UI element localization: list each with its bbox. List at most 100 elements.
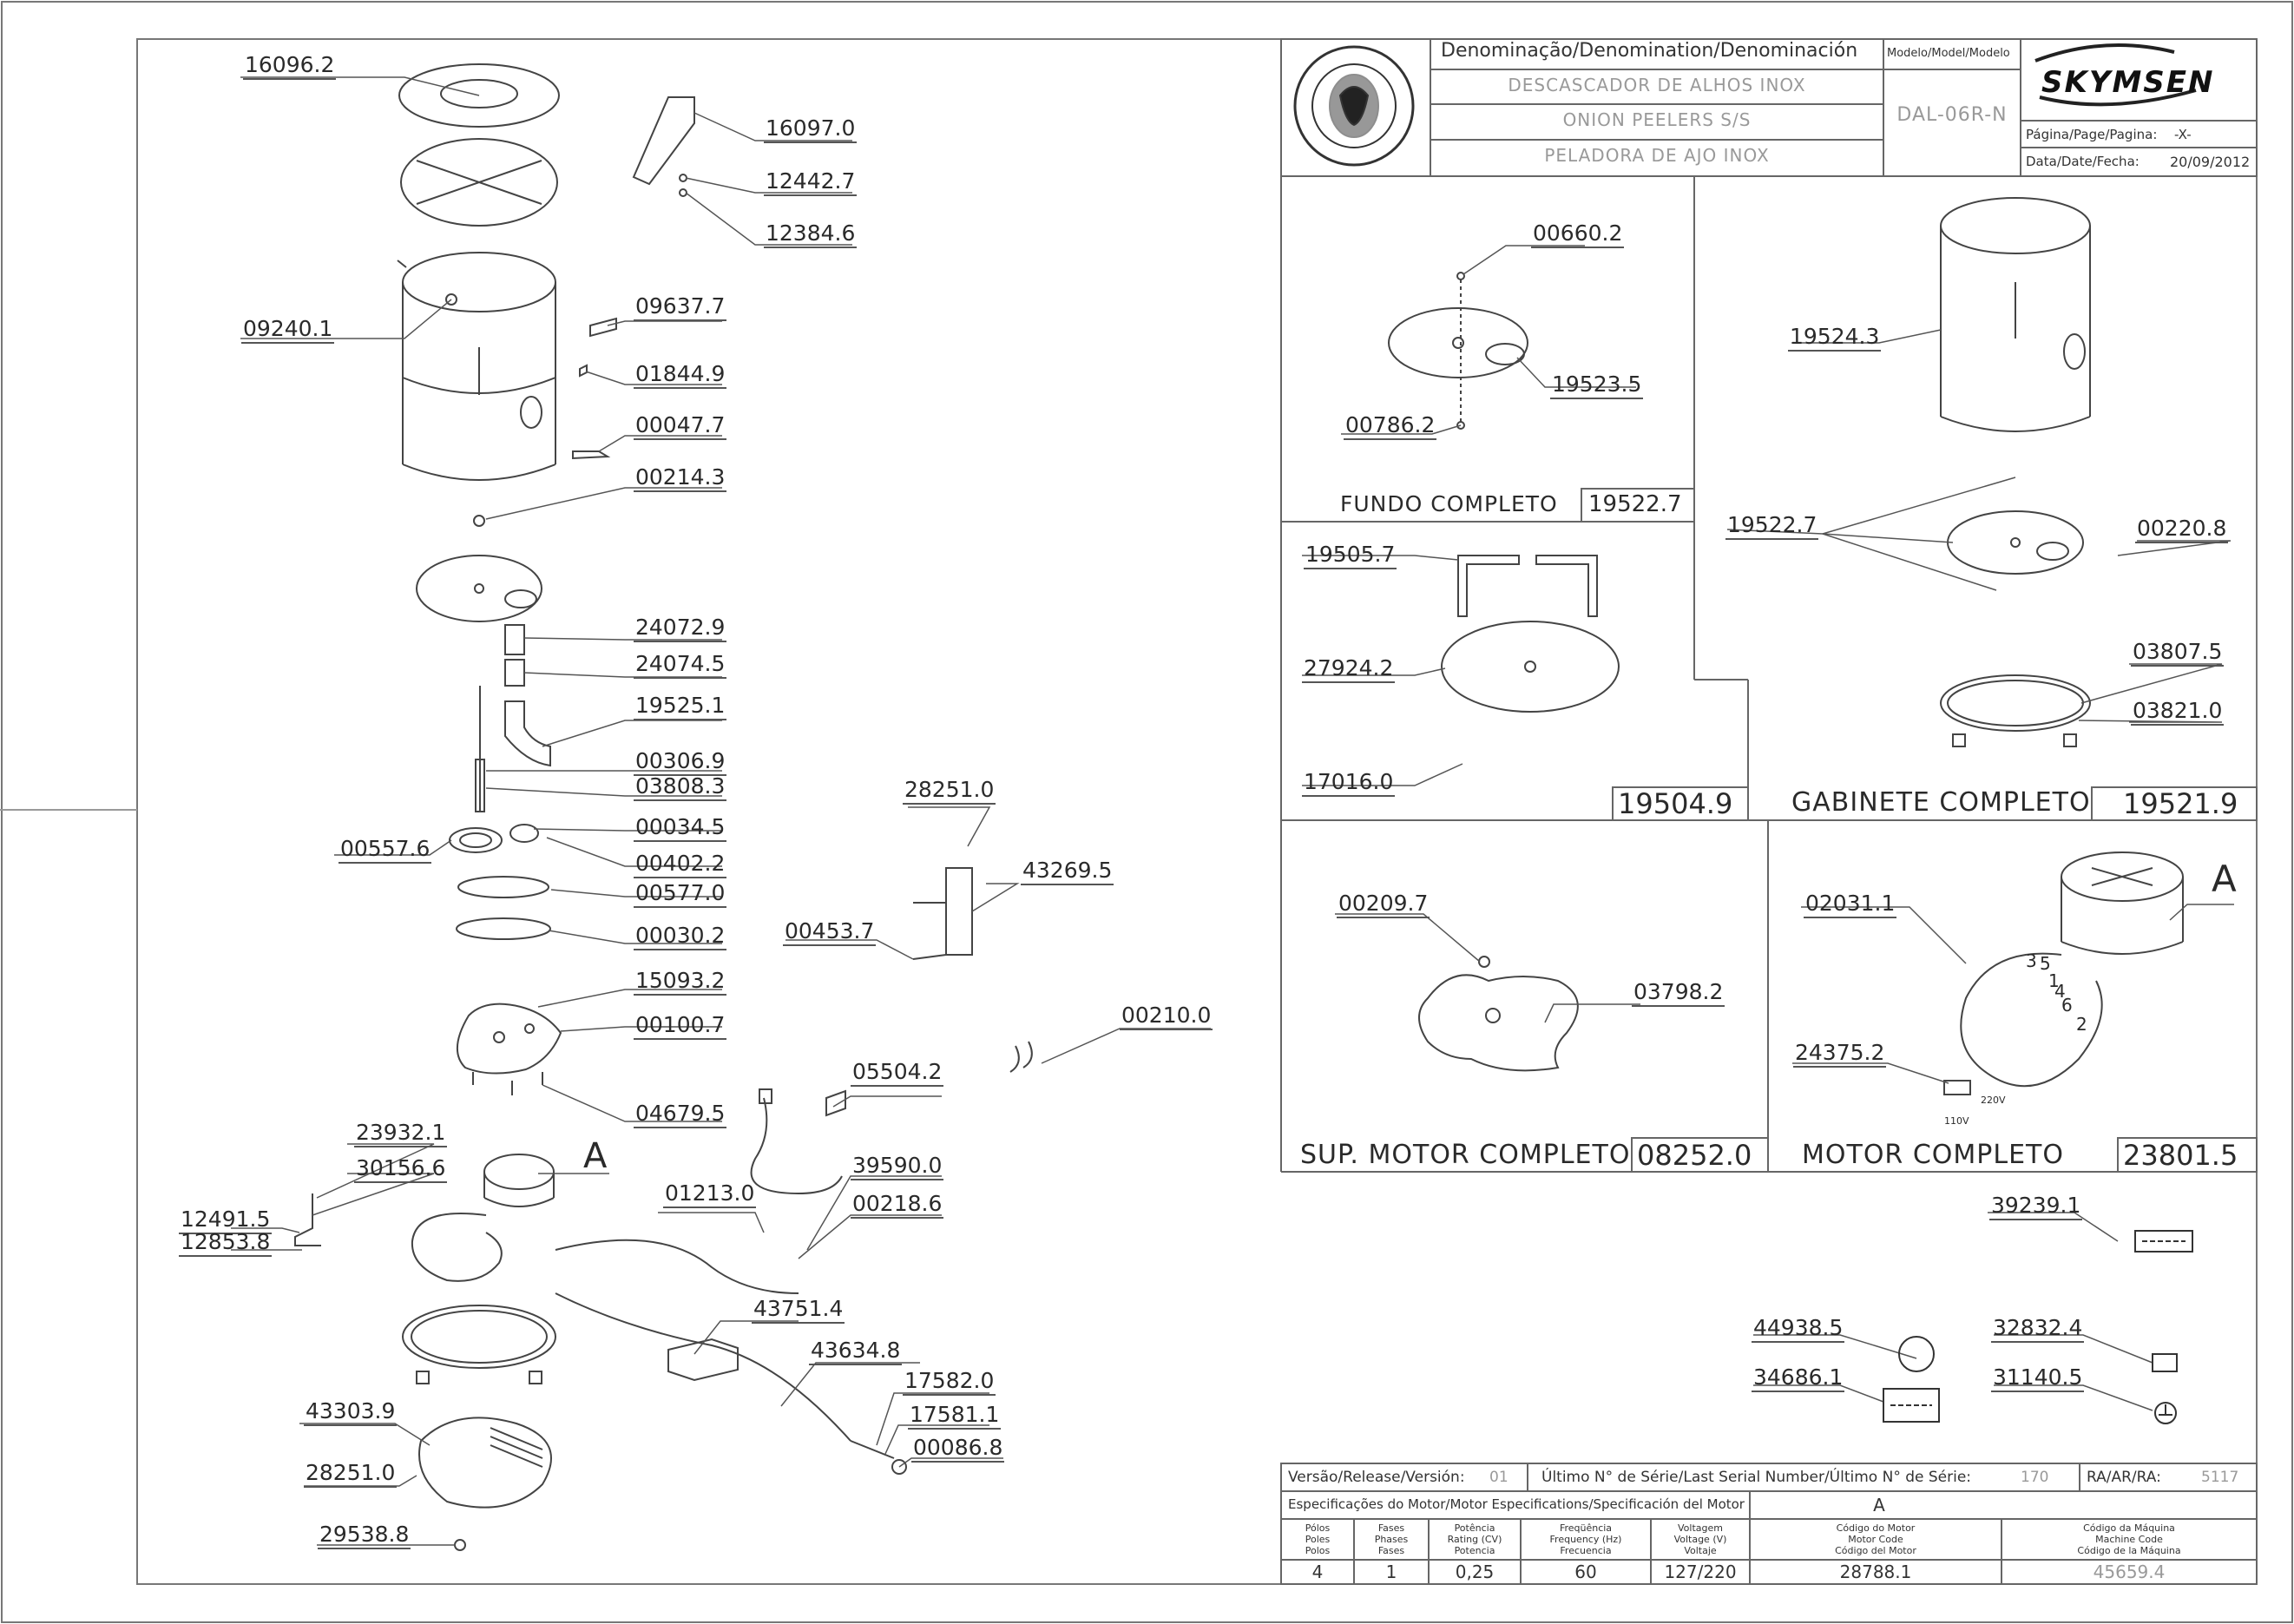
- part-label-24375-2: 24375.2: [1793, 1042, 1887, 1068]
- spec-value: 28788.1: [1839, 1562, 1912, 1582]
- part-label: 03808.3: [634, 775, 727, 801]
- part-label: 12491.5: [179, 1208, 273, 1234]
- motor-spec-letter: A: [1873, 1495, 1885, 1516]
- wire-number: 1: [2048, 970, 2060, 991]
- spec-column-header: Código da Máquina: [2083, 1522, 2175, 1534]
- spec-column-header: Fases: [1377, 1522, 1405, 1534]
- brand-name: SKYMSEN: [2041, 65, 2215, 100]
- part-label: 00453.7: [783, 920, 877, 946]
- serial-label: Último N° de Série/Last Serial Number/Úl…: [1541, 1469, 1972, 1486]
- wire-number: 6: [2061, 995, 2073, 1016]
- part-label-34686-1: 34686.1: [1752, 1366, 1845, 1392]
- part-label-39239-1: 39239.1: [1989, 1194, 2083, 1220]
- wire-number: 2: [2076, 1014, 2087, 1035]
- part-label-00220-8: 00220.8: [2135, 517, 2229, 543]
- part-label: 28251.0: [903, 779, 996, 805]
- part-label: 15093.2: [634, 970, 727, 996]
- part-label: 05504.2: [851, 1061, 944, 1087]
- spec-column-header: Código del Motor: [1835, 1545, 1916, 1556]
- spec-column-header: Frecuencia: [1560, 1545, 1612, 1556]
- part-label: 00210.0: [1120, 1004, 1213, 1030]
- part-label: 09240.1: [241, 318, 335, 344]
- part-label-31140-5: 31140.5: [1991, 1366, 2085, 1392]
- model-value: DAL-06R-N: [1896, 104, 2008, 126]
- part-label: 12442.7: [764, 170, 858, 196]
- part-label: 43751.4: [752, 1298, 845, 1324]
- model-header: Modelo/Model/Modelo: [1887, 47, 2010, 60]
- spec-value: 1: [1385, 1562, 1397, 1582]
- part-label: 00577.0: [634, 882, 727, 908]
- section-title-gabinete: GABINETE COMPLETO: [1791, 787, 2091, 818]
- section-title-fundo: FUNDO COMPLETO: [1340, 491, 1558, 516]
- product-name-es: PELADORA DE AJO INOX: [1544, 145, 1770, 166]
- ra-value: 5117: [2201, 1469, 2239, 1486]
- spec-column-header: Potência: [1454, 1522, 1495, 1534]
- spec-value: 127/220: [1664, 1562, 1737, 1582]
- spec-value: 45659.4: [2093, 1562, 2166, 1582]
- product-name-en: ONION PEELERS S/S: [1562, 109, 1752, 130]
- spec-value: 4: [1311, 1562, 1324, 1582]
- voltage-220: 220V: [1981, 1095, 2006, 1106]
- spec-column-header: Voltagem: [1678, 1522, 1723, 1534]
- part-label: 00086.8: [911, 1437, 1005, 1463]
- motor-ref-letter: A: [583, 1136, 608, 1176]
- part-label-19505-7: 19505.7: [1304, 543, 1397, 569]
- part-label: 00100.7: [634, 1014, 727, 1040]
- part-label-00660-2: 00660.2: [1531, 222, 1625, 248]
- ra-label: RA/AR/RA:: [2087, 1469, 2161, 1486]
- part-label-03821-0: 03821.0: [2131, 700, 2225, 726]
- part-label-44938-5: 44938.5: [1752, 1317, 1845, 1343]
- section-code-fundo2: 19504.9: [1618, 787, 1733, 820]
- part-label: 00557.6: [339, 838, 432, 864]
- part-label-03798-2: 03798.2: [1632, 981, 1725, 1007]
- section-title-motor: MOTOR COMPLETO: [1802, 1140, 2064, 1170]
- spec-column-header: Voltaje: [1684, 1545, 1717, 1556]
- part-label-00786-2: 00786.2: [1344, 414, 1437, 440]
- wire-number: 3: [2026, 950, 2037, 971]
- part-label: 00030.2: [634, 924, 727, 950]
- denomination-header: Denominação/Denomination/Denominación: [1441, 40, 1858, 62]
- motor-section-letter: A: [2212, 858, 2237, 900]
- part-label: 16097.0: [764, 117, 858, 143]
- product-name-pt: DESCASCADOR DE ALHOS INOX: [1508, 75, 1806, 95]
- wire-number: 5: [2040, 953, 2051, 974]
- part-label: 23932.1: [354, 1121, 448, 1147]
- skymsen-logo: [2034, 43, 2197, 107]
- part-label: 16096.2: [243, 54, 337, 80]
- spec-column-header: Código do Motor: [1836, 1522, 1916, 1534]
- spec-value: 0,25: [1455, 1562, 1495, 1582]
- authorized-service-seal-icon: [1293, 45, 1415, 167]
- version-value: 01: [1489, 1469, 1509, 1486]
- part-label: 04679.5: [634, 1102, 727, 1128]
- part-label: 00047.7: [634, 414, 727, 440]
- part-label-19522-7: 19522.7: [1725, 514, 1819, 540]
- voltage-110: 110V: [1944, 1115, 1969, 1127]
- page-label: Página/Page/Pagina:: [2026, 127, 2158, 142]
- spec-column-header: Phases: [1374, 1534, 1409, 1545]
- spec-column-header: Voltage (V): [1673, 1534, 1727, 1545]
- part-label: 09637.7: [634, 295, 727, 321]
- spec-column-header: Motor Code: [1848, 1534, 1903, 1545]
- part-label-03807-5: 03807.5: [2131, 641, 2225, 667]
- part-label: 43303.9: [304, 1400, 398, 1426]
- part-label: 00034.5: [634, 816, 727, 842]
- spec-column-header: Código de la Máquina: [2077, 1545, 2181, 1556]
- part-label-32832-4: 32832.4: [1991, 1317, 2085, 1343]
- part-label: 12853.8: [179, 1231, 273, 1257]
- part-label: 43634.8: [809, 1339, 903, 1365]
- section-code-gabinete: 19521.9: [2123, 787, 2238, 820]
- part-label-19524-3: 19524.3: [1788, 325, 1882, 352]
- spec-column-header: Fases: [1377, 1545, 1405, 1556]
- part-label: 00306.9: [634, 750, 727, 776]
- serial-value: 170: [2021, 1469, 2049, 1486]
- wire-number: 4: [2054, 981, 2066, 1002]
- part-label-19523-5: 19523.5: [1550, 373, 1644, 399]
- part-label-00209-7: 00209.7: [1337, 892, 1430, 918]
- spec-column-header: Pólos: [1305, 1522, 1331, 1534]
- part-label: 17582.0: [903, 1370, 996, 1396]
- spec-column-header: Potencia: [1454, 1545, 1495, 1556]
- spec-column-header: Polos: [1305, 1545, 1331, 1556]
- spec-value: 60: [1574, 1562, 1597, 1582]
- motor-spec-label: Especificações do Motor/Motor Especifica…: [1288, 1496, 1745, 1512]
